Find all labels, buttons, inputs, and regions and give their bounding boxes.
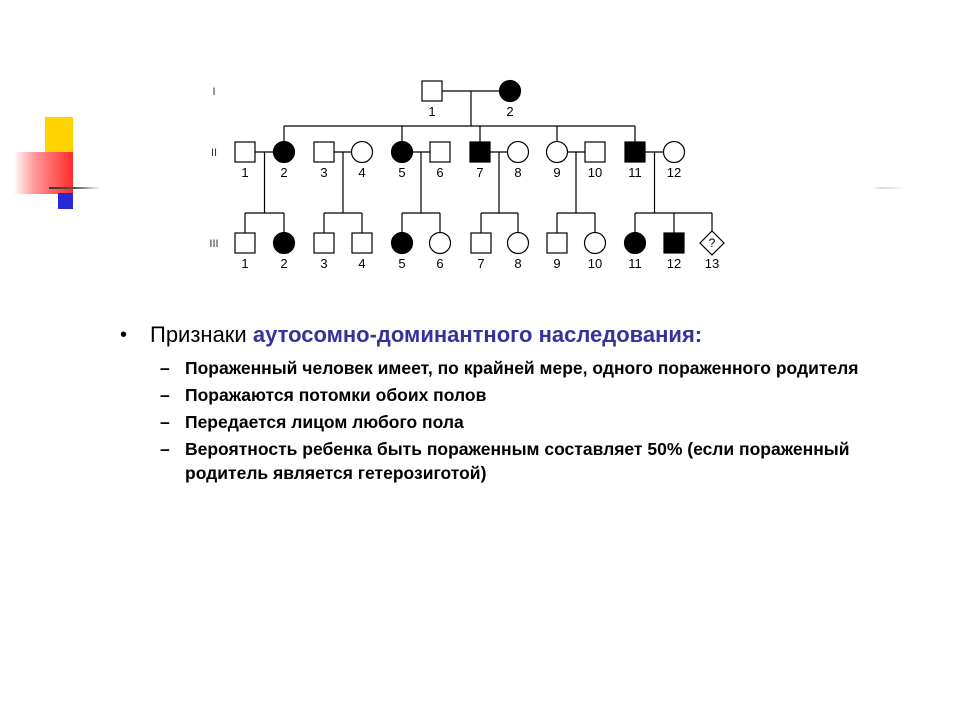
criteria-item-text: Вероятность ребенка быть пораженным сост… [185,439,850,483]
generation-label: III [209,238,218,250]
individual-number: 1 [241,165,248,180]
male-symbol [234,141,256,163]
generation-label: II [211,147,217,159]
female-symbol [583,231,607,255]
affected-male-symbol [469,141,491,163]
individual-number: 9 [553,165,560,180]
individual-number: 2 [280,256,287,271]
individual-number: 10 [588,256,602,271]
female-symbol [506,140,530,164]
individual-number: 8 [514,165,521,180]
dash-icon: – [160,385,170,405]
female-symbol [428,231,452,255]
individual-number: 3 [320,256,327,271]
individual-number: 12 [667,256,681,271]
individual-number: 7 [477,256,484,271]
male-symbol [546,232,568,254]
male-symbol [584,141,606,163]
affected-male-symbol [624,141,646,163]
individual-number: 8 [514,256,521,271]
affected-female-symbol [498,79,522,103]
male-symbol [470,232,492,254]
affected-female-symbol [390,140,414,164]
content-area: • Признаки аутосомно-доминантного наслед… [120,320,920,488]
female-symbol [662,140,686,164]
affected-female-symbol [390,231,414,255]
criteria-list: –Пораженный человек имеет, по крайней ме… [120,356,920,485]
female-symbol [506,231,530,255]
individual-number: 11 [628,256,642,271]
individual-number: 9 [553,256,560,271]
individual-number: 11 [628,165,642,180]
affected-female-symbol [272,140,296,164]
individual-number: 13 [705,256,719,271]
individual-number: 10 [588,165,602,180]
decor-yellow-square [45,117,73,153]
individual-number: 1 [241,256,248,271]
female-symbol [545,140,569,164]
dash-icon: – [160,412,170,432]
heading-accent: аутосомно-доминантного наследования: [252,322,703,347]
bullet-icon: • [120,324,128,346]
male-symbol [313,232,335,254]
individual-number: 5 [398,256,405,271]
affected-female-symbol [272,231,296,255]
heading-prefix: Признаки [150,322,253,347]
unknown-mark: ? [709,236,716,250]
decor-blue-square [58,193,73,209]
individual-number: 4 [358,165,365,180]
individual-number: 2 [280,165,287,180]
dash-icon: – [160,439,170,459]
individual-number: 7 [476,165,483,180]
male-symbol [429,141,451,163]
criteria-item-text: Поражаются потомки обоих полов [185,385,487,405]
individual-number: 3 [320,165,327,180]
individual-number: 5 [398,165,405,180]
affected-male-symbol [663,232,685,254]
individual-number: 1 [428,104,435,119]
generation-label: I [212,86,215,98]
individual-number: 4 [358,256,365,271]
individual-number: 12 [667,165,681,180]
male-symbol [351,232,373,254]
dash-icon: – [160,358,170,378]
criteria-item-text: Пораженный человек имеет, по крайней мер… [185,358,859,378]
individual-number: 6 [436,256,443,271]
decor-divider-line [49,187,907,189]
main-heading: • Признаки аутосомно-доминантного наслед… [120,320,920,350]
individual-number: 6 [436,165,443,180]
criteria-item-text: Передается лицом любого пола [185,412,464,432]
affected-female-symbol [623,231,647,255]
male-symbol [234,232,256,254]
criteria-item: –Передается лицом любого пола [120,410,865,434]
male-symbol [421,80,443,102]
male-symbol [313,141,335,163]
unknown-sex-symbol [699,230,725,256]
criteria-item: –Пораженный человек имеет, по крайней ме… [120,356,865,380]
criteria-item: –Вероятность ребенка быть пораженным сос… [120,437,865,485]
criteria-item: –Поражаются потомки обоих полов [120,383,865,407]
female-symbol [350,140,374,164]
individual-number: 2 [506,104,513,119]
